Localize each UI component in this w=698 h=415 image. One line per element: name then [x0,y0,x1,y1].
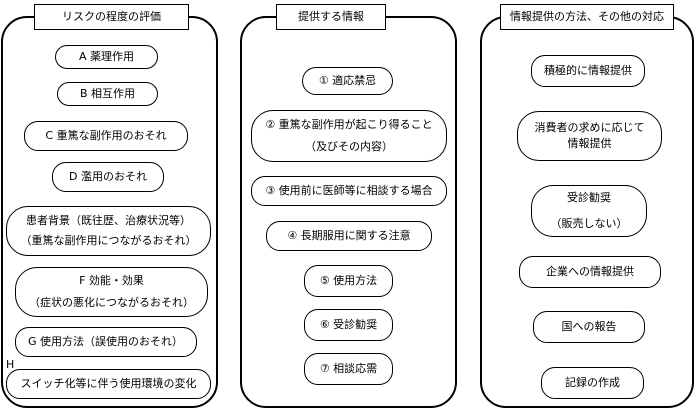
risk-item-a: A 薬理作用 [55,45,158,69]
risk-item-f: F 効能・効果 （症状の悪化につながるおそれ） [15,267,208,317]
risk-item-h: スイッチ化等に伴う使用環境の変化 [6,369,211,399]
info-item-7: ⑦ 相談応需 [304,353,393,385]
info-item-2: ② 重篤な副作用が起こり得ること （及びその内容） [251,110,447,162]
risk-item-c: C 重篤な副作用のおそれ [24,121,188,151]
info-item-3: ③ 使用前に医師等に相談する場合 [251,176,447,206]
info-item-5: ⑤ 使用方法 [304,265,393,297]
method-item-record: 記録の作成 [541,367,644,399]
method-item-company: 企業への情報提供 [519,256,661,288]
method-header: 情報提供の方法、その他の対応 [500,4,674,30]
method-item-consult: 受診勧奨 （販売しない） [531,185,647,237]
risk-item-g: G 使用方法（誤使用のおそれ） [15,327,197,357]
method-item-on-request: 消費者の求めに応じて 情報提供 [517,111,662,161]
info-item-6: ⑥ 受診勧奨 [304,309,393,341]
provided-info-header: 提供する情報 [276,4,386,30]
risk-item-e: 患者背景（既往歴、治療状況等） （重篤な副作用につながるおそれ） [6,206,211,256]
risk-item-d: D 濫用のおそれ [52,162,164,192]
info-item-1: ① 適応禁忌 [302,67,393,95]
info-item-4: ④ 長期服用に関する注意 [266,221,432,251]
risk-evaluation-header: リスクの程度の評価 [34,4,189,30]
risk-item-h-letter: H [6,358,15,371]
method-item-proactive: 積極的に情報提供 [531,55,645,87]
risk-item-b: B 相互作用 [57,82,158,106]
method-item-national: 国への報告 [533,311,645,343]
